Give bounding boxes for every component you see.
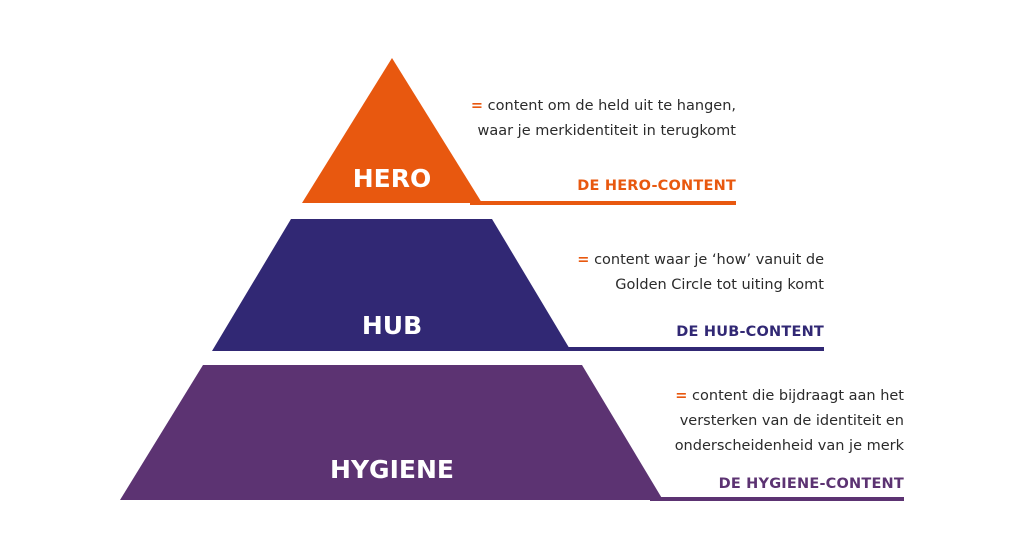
hygiene-underline xyxy=(650,497,904,501)
hygiene-equals-sign: = xyxy=(675,388,688,404)
hub-tier-trapezoid xyxy=(212,219,571,351)
hub-tier-label: HUB xyxy=(362,311,422,340)
hygiene-description: = content die bijdraagt aan het versterk… xyxy=(675,384,904,459)
hygiene-tier-label: HYGIENE xyxy=(330,455,454,484)
hygiene-content-title: DE HYGIENE-CONTENT xyxy=(718,476,904,492)
hub-description-text-1: content waar je ‘how’ vanuit de xyxy=(594,252,824,268)
hub-content-title: DE HUB-CONTENT xyxy=(676,324,824,340)
hero-equals-sign: = xyxy=(470,98,484,114)
hero-underline xyxy=(470,201,736,205)
hub-description: = content waar je ‘how’ vanuit de Golden… xyxy=(577,248,824,298)
hero-description-line-1: = content om de held uit te hangen, xyxy=(471,94,736,119)
hero-description-text-1: content om de held uit te hangen, xyxy=(487,98,736,114)
hub-description-line-2: Golden Circle tot uiting komt xyxy=(615,277,824,293)
hero-tier-label: HERO xyxy=(353,164,432,193)
hygiene-tier-trapezoid xyxy=(120,365,663,500)
hygiene-description-line-1: = content die bijdraagt aan het xyxy=(675,384,904,409)
hero-tier-triangle xyxy=(302,58,482,203)
hygiene-description-text-1: content die bijdraagt aan het xyxy=(692,388,904,404)
hero-description: = content om de held uit te hangen, waar… xyxy=(471,94,736,144)
hygiene-description-line-2: versterken van de identiteit en xyxy=(679,413,904,429)
hygiene-description-line-3: onderscheidenheid van je merk xyxy=(674,438,904,454)
hero-content-title: DE HERO-CONTENT xyxy=(577,178,736,194)
hero-description-line-2: waar je merkidentiteit in terugkomt xyxy=(477,123,736,139)
hub-underline xyxy=(560,347,824,351)
hub-equals-sign: = xyxy=(577,252,590,268)
hub-description-line-1: = content waar je ‘how’ vanuit de xyxy=(577,248,824,273)
